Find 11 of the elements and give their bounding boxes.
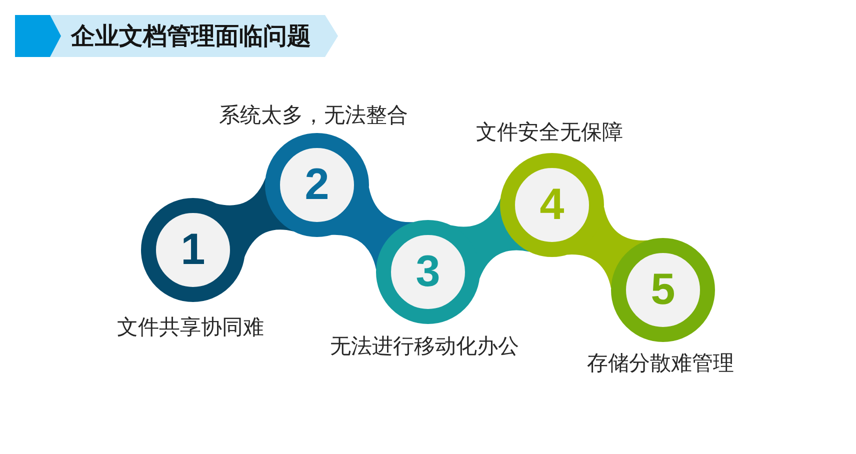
step-number: 1 xyxy=(180,228,206,272)
title-text: 企业文档管理面临问题 xyxy=(71,22,311,50)
step-caption: 系统太多，无法整合 xyxy=(219,103,408,128)
step-number: 2 xyxy=(304,163,330,207)
step-caption: 无法进行移动化办公 xyxy=(330,334,519,360)
step-caption: 存储分散难管理 xyxy=(587,351,734,376)
step-caption: 文件安全无保障 xyxy=(476,120,623,146)
step-caption: 文件共享协同难 xyxy=(117,315,264,340)
step-number: 4 xyxy=(540,183,564,227)
step-number: 5 xyxy=(650,268,676,312)
step-number: 3 xyxy=(416,250,440,294)
